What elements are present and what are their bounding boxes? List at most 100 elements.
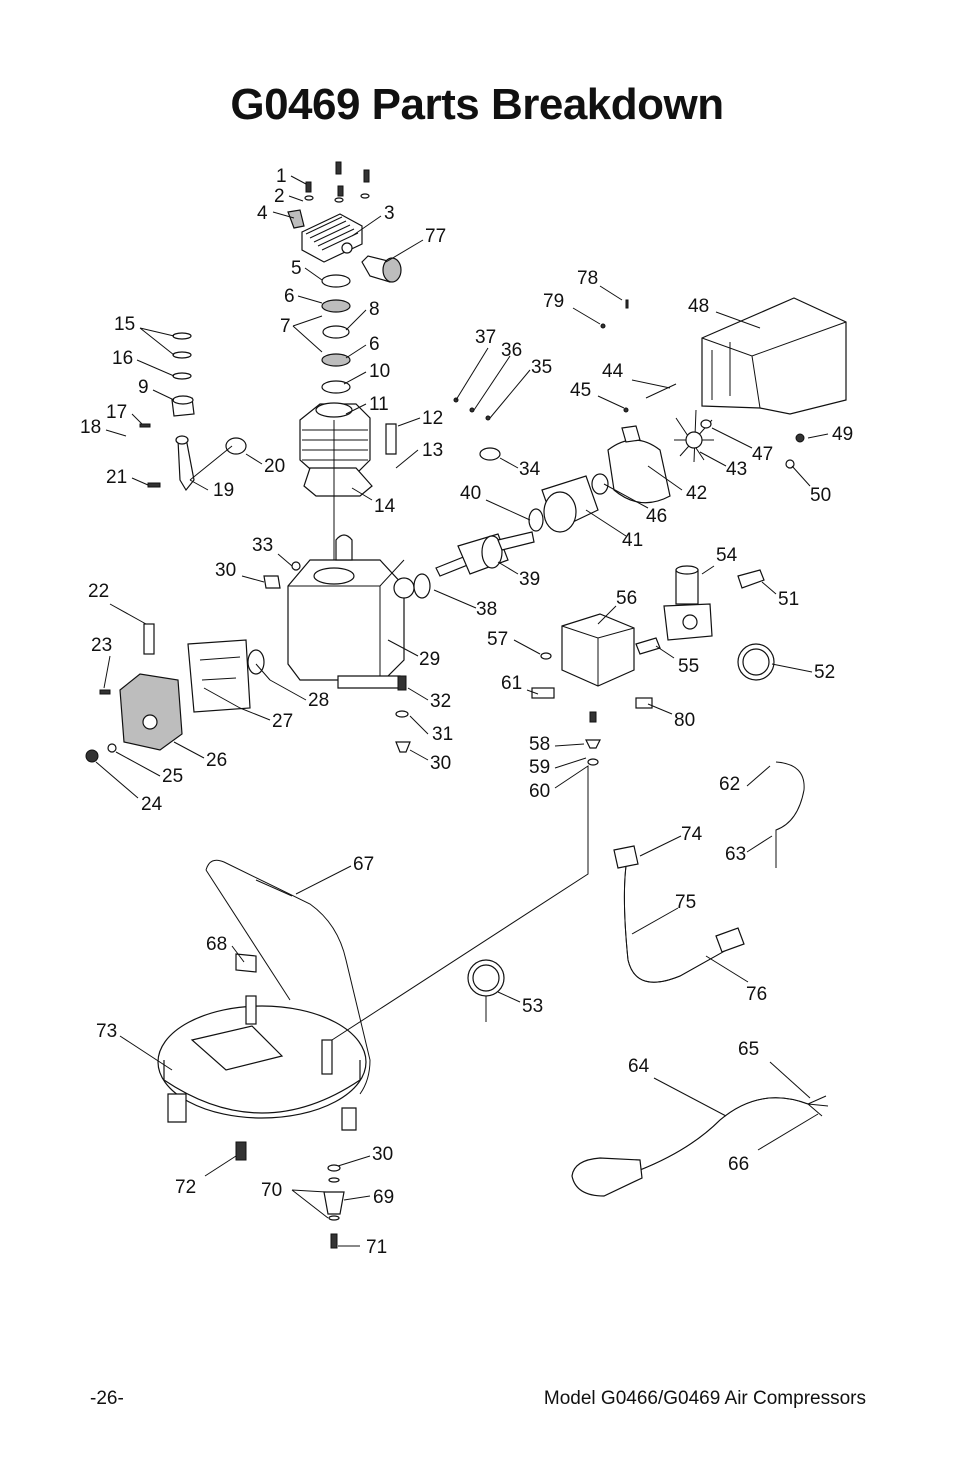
callout-39: 39 xyxy=(519,569,540,590)
cylinder-head xyxy=(287,209,363,263)
callout-33: 33 xyxy=(252,535,273,556)
callout-60: 60 xyxy=(529,781,550,802)
regulator-assembly xyxy=(635,565,775,681)
crankcase xyxy=(287,534,415,689)
callout-23: 23 xyxy=(91,635,112,656)
callout-74: 74 xyxy=(681,824,703,845)
callout-47: 47 xyxy=(752,444,773,465)
callout-70: 70 xyxy=(261,1180,282,1201)
callout-30b: 30 xyxy=(430,753,451,774)
callout-30c: 30 xyxy=(372,1144,393,1165)
callout-10: 10 xyxy=(369,361,390,382)
callout-21: 21 xyxy=(106,467,127,488)
air-hose xyxy=(613,845,745,983)
callout-9: 9 xyxy=(138,377,149,398)
callout-67: 67 xyxy=(353,854,374,875)
callout-43: 43 xyxy=(726,459,747,480)
air-filter xyxy=(361,255,402,283)
callout-1: 1 xyxy=(276,166,287,187)
pressure-switch xyxy=(531,613,653,766)
callout-42: 42 xyxy=(686,483,707,504)
tank-gauge xyxy=(467,959,505,1022)
callout-55: 55 xyxy=(678,656,699,677)
callout-11: 11 xyxy=(369,394,389,415)
callout-72: 72 xyxy=(175,1177,196,1198)
callout-6b: 6 xyxy=(369,334,380,355)
callout-17: 17 xyxy=(106,402,127,423)
crankcase-small-parts xyxy=(263,561,411,753)
callout-6a: 6 xyxy=(284,286,295,307)
callout-41: 41 xyxy=(622,530,643,551)
outer-shroud xyxy=(701,297,847,469)
callout-56: 56 xyxy=(616,588,637,609)
callout-26: 26 xyxy=(206,750,227,771)
callout-61: 61 xyxy=(501,673,522,694)
crankshaft xyxy=(413,508,544,599)
callout-18: 18 xyxy=(80,417,101,438)
callout-46: 46 xyxy=(646,506,667,527)
callout-51: 51 xyxy=(778,589,799,610)
callout-48: 48 xyxy=(688,296,709,317)
callout-38: 38 xyxy=(476,599,497,620)
callout-75: 75 xyxy=(675,892,696,913)
callout-20: 20 xyxy=(264,456,285,477)
callout-16: 16 xyxy=(112,348,133,369)
callout-77: 77 xyxy=(425,226,446,247)
piston-rod-assembly xyxy=(139,332,247,492)
cylinder xyxy=(299,402,373,497)
callout-5: 5 xyxy=(291,258,302,279)
callout-80: 80 xyxy=(674,710,695,731)
callout-19: 19 xyxy=(213,480,234,501)
crankcase-cover xyxy=(187,639,265,713)
callout-59: 59 xyxy=(529,757,550,778)
page-number: -26- xyxy=(90,1388,124,1409)
tank-bottom-parts xyxy=(235,1141,345,1249)
motor-shroud xyxy=(607,409,714,504)
callout-22: 22 xyxy=(88,581,109,602)
page-title: G0469 Parts Breakdown xyxy=(230,80,724,129)
callout-8: 8 xyxy=(369,299,380,320)
tank-handle xyxy=(205,859,371,1095)
callout-2: 2 xyxy=(274,186,285,207)
gauge-tube xyxy=(775,761,805,868)
callout-36: 36 xyxy=(501,340,522,361)
callout-44: 44 xyxy=(602,361,624,382)
callout-57: 57 xyxy=(487,629,508,650)
callout-34: 34 xyxy=(519,459,541,480)
model-footer: Model G0466/G0469 Air Compressors xyxy=(543,1388,866,1409)
callout-49: 49 xyxy=(832,424,853,445)
callout-12: 12 xyxy=(422,408,443,429)
callout-64: 64 xyxy=(628,1056,650,1077)
callout-71: 71 xyxy=(366,1237,387,1258)
air-tank xyxy=(157,953,367,1131)
side-cover xyxy=(85,623,183,763)
callout-37: 37 xyxy=(475,327,496,348)
callout-53: 53 xyxy=(522,996,543,1017)
callout-63: 63 xyxy=(725,844,746,865)
callout-27: 27 xyxy=(272,711,293,732)
callout-65: 65 xyxy=(738,1039,759,1060)
callout-15: 15 xyxy=(114,314,135,335)
callout-45: 45 xyxy=(570,380,591,401)
small-hardware-top-right xyxy=(385,299,677,455)
callout-73: 73 xyxy=(96,1021,117,1042)
callout-58: 58 xyxy=(529,734,550,755)
callout-35: 35 xyxy=(531,357,552,378)
callout-labels: 1 2 3 4 5 6 7 8 6 10 11 12 13 14 15 16 9… xyxy=(80,166,853,1258)
leader-lines xyxy=(95,175,829,1247)
callout-52: 52 xyxy=(814,662,835,683)
callout-68: 68 xyxy=(206,934,227,955)
callout-66: 66 xyxy=(728,1154,749,1175)
callout-29: 29 xyxy=(419,649,440,670)
callout-24: 24 xyxy=(141,794,163,815)
callout-13: 13 xyxy=(422,440,443,461)
callout-79: 79 xyxy=(543,291,564,312)
callout-3: 3 xyxy=(384,203,395,224)
callout-32: 32 xyxy=(430,691,451,712)
motor-rotor xyxy=(479,447,609,533)
callout-62: 62 xyxy=(719,774,740,795)
callout-40: 40 xyxy=(460,483,481,504)
callout-54: 54 xyxy=(716,545,738,566)
head-bolts xyxy=(304,161,370,203)
